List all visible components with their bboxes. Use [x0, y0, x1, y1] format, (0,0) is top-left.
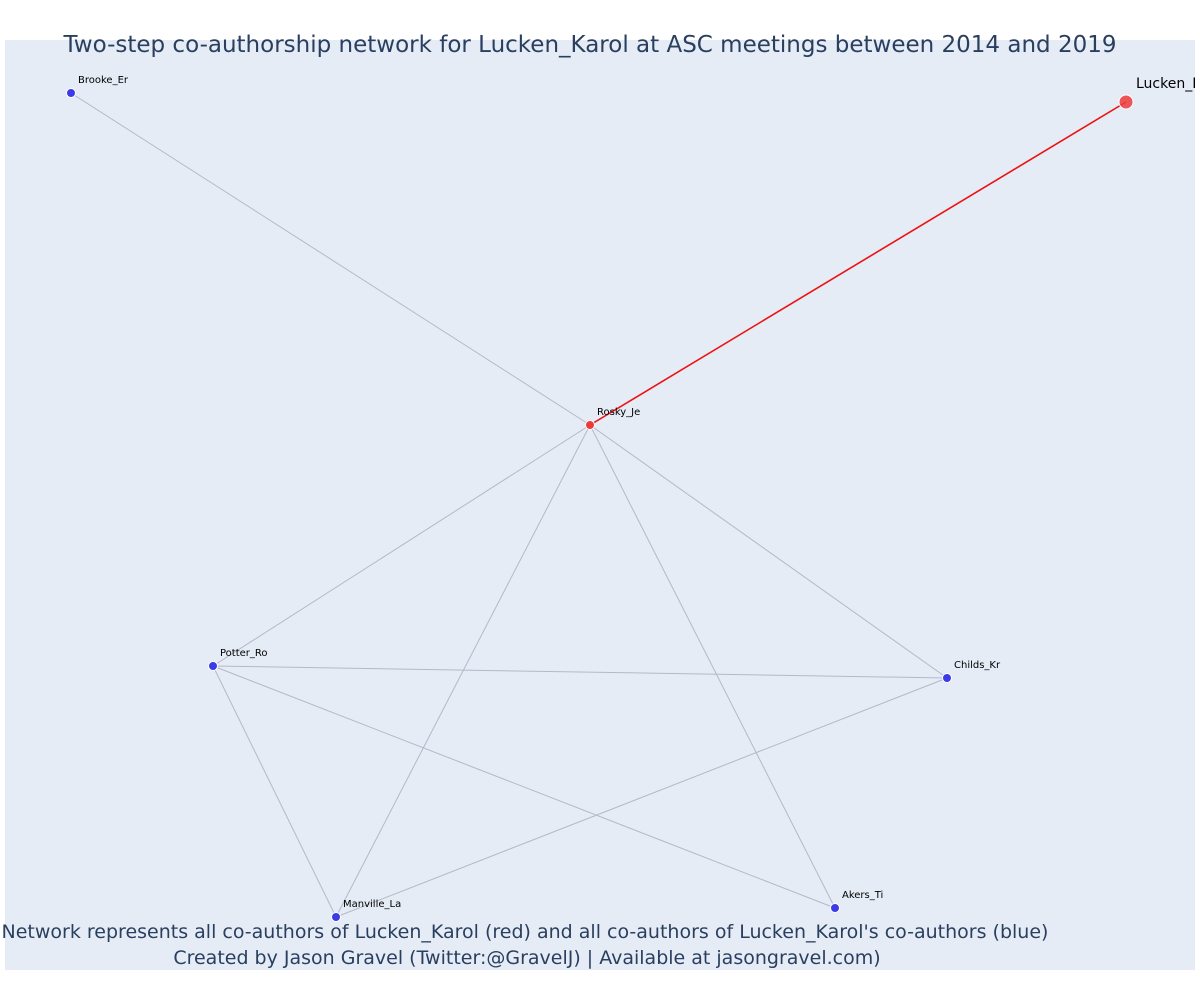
edge-potter-akers — [212, 665, 836, 909]
node-label-childs: Childs_Kr — [954, 660, 1001, 671]
node-manville[interactable] — [331, 912, 341, 922]
nodes-layer — [66, 88, 1134, 922]
node-label-manville: Manville_La — [343, 899, 401, 910]
node-potter[interactable] — [208, 661, 218, 671]
edge-rosky-akers — [589, 424, 836, 909]
node-rosky[interactable] — [585, 420, 595, 430]
edges-layer — [70, 92, 1127, 918]
node-akers[interactable] — [830, 903, 840, 913]
plot-background — [5, 40, 1195, 970]
caption-line-1: Network represents all co-authors of Luc… — [2, 921, 1049, 943]
edge-potter-childs — [212, 665, 948, 679]
chart-title: Two-step co-authorship network for Lucke… — [63, 32, 1117, 58]
node-label-lucken: Lucken_I — [1136, 76, 1196, 92]
labels-layer: Lucken_I Rosky_Je Brooke_ErPotter_RoChilds… — [78, 75, 1196, 910]
edge-manville-childs — [335, 677, 948, 918]
edge-rosky-childs — [589, 424, 948, 679]
node-label-akers: Akers_Ti — [842, 890, 883, 901]
node-brooke[interactable] — [66, 88, 76, 98]
edge-lucken-rosky — [589, 101, 1127, 426]
node-lucken[interactable] — [1118, 94, 1134, 110]
caption-line-2: Created by Jason Gravel (Twitter:@Gravel… — [173, 947, 880, 969]
edge-potter-manville — [212, 665, 337, 918]
edge-rosky-brooke — [70, 92, 591, 426]
node-label-brooke: Brooke_Er — [78, 75, 129, 86]
node-label-potter: Potter_Ro — [220, 648, 268, 659]
node-label-rosky: Rosky_Je — [597, 407, 640, 418]
node-childs[interactable] — [942, 673, 952, 683]
edge-rosky-potter — [212, 424, 591, 667]
edge-rosky-manville — [335, 424, 591, 918]
